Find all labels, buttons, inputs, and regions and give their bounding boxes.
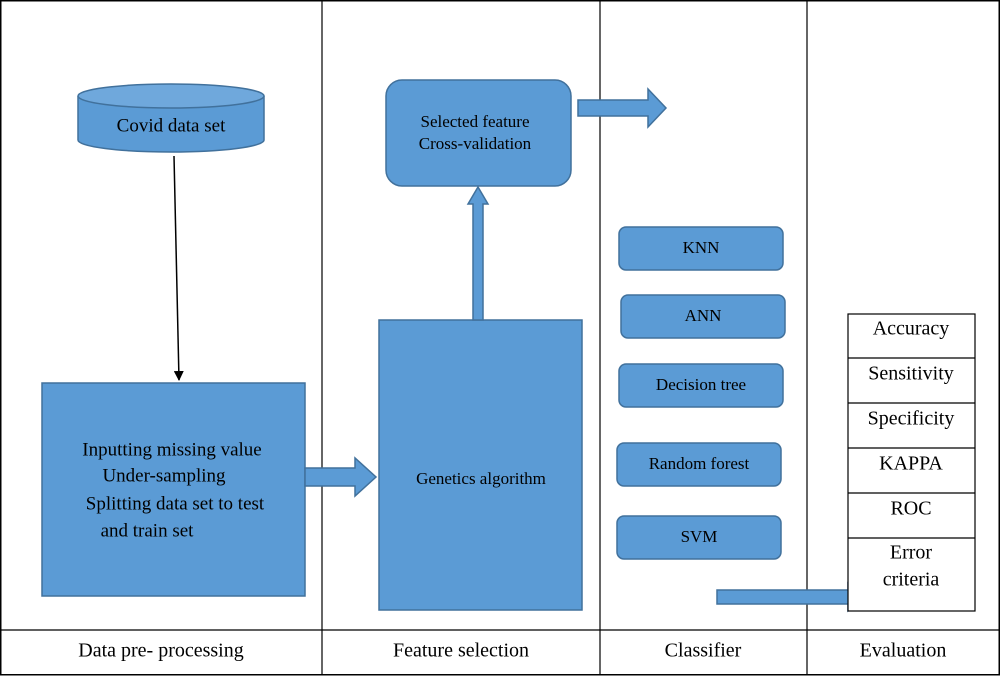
classifier-box-decision-tree bbox=[618, 363, 784, 408]
evaluation-metric: Sensitivity bbox=[868, 363, 954, 385]
evaluation-metric: ROC bbox=[890, 498, 931, 520]
column-label-preprocessing: Data pre- processing bbox=[78, 640, 244, 662]
classifier-label: Decision tree bbox=[656, 375, 746, 394]
genetic-to-selected-arrow bbox=[466, 185, 490, 321]
preprocessing-step: Inputting missing value bbox=[82, 439, 261, 460]
evaluation-metric: Specificity bbox=[868, 408, 955, 430]
selected-to-classifier-arrow bbox=[577, 87, 668, 129]
column-label-feature-selection: Feature selection bbox=[393, 640, 529, 662]
dataset-label: Covid data set bbox=[117, 115, 226, 136]
classifier-to-evaluation-arrow bbox=[716, 581, 872, 613]
dataset-cylinder: Covid data set bbox=[77, 83, 265, 153]
preprocessing-step: Splitting data set to test bbox=[86, 493, 265, 514]
classifier-box-random-forest bbox=[616, 442, 782, 487]
classifier-list: KNN ANN Decision tree Random forest SVM bbox=[616, 226, 786, 560]
classifier-label: SVM bbox=[681, 527, 718, 546]
selected-feature-label: Selected feature bbox=[420, 112, 529, 131]
genetic-algorithm-label: Genetics algorithm bbox=[416, 469, 546, 488]
genetic-algorithm-box bbox=[378, 319, 583, 611]
classifier-box-ann bbox=[620, 294, 786, 339]
preprocessing-to-genetic-arrow bbox=[304, 456, 378, 498]
classifier-box-knn bbox=[618, 226, 784, 271]
evaluation-metric: criteria bbox=[883, 569, 940, 591]
dataset-to-preprocessing-arrow bbox=[173, 155, 184, 381]
column-label-evaluation: Evaluation bbox=[860, 640, 947, 662]
evaluation-metric: Accuracy bbox=[873, 318, 950, 340]
preprocessing-box bbox=[41, 382, 306, 597]
evaluation-table: Accuracy Sensitivity Specificity KAPPA R… bbox=[847, 313, 976, 612]
preprocessing-step: Under-sampling bbox=[102, 465, 226, 486]
evaluation-metric: KAPPA bbox=[879, 453, 943, 475]
classifier-box-svm bbox=[616, 515, 782, 560]
column-label-classifier: Classifier bbox=[665, 640, 742, 662]
classifier-label: Random forest bbox=[649, 454, 750, 473]
classifier-label: KNN bbox=[683, 238, 720, 257]
evaluation-metric: Error bbox=[890, 542, 933, 564]
selected-feature-box bbox=[385, 79, 572, 187]
cross-validation-label: Cross-validation bbox=[419, 134, 532, 153]
preprocessing-step: and train set bbox=[101, 520, 195, 541]
classifier-label: ANN bbox=[685, 306, 722, 325]
